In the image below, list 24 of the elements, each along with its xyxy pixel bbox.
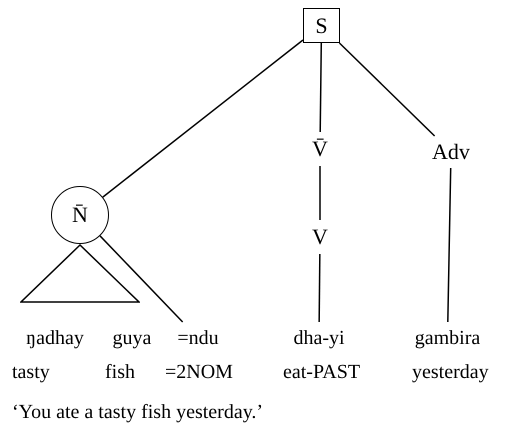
tree-branch [319,166,321,220]
word: ŋadhay [10,324,100,352]
gloss: fish [105,362,135,382]
tree-branch [447,168,452,322]
category-label: Adv [428,138,474,166]
category-label: V̄ [306,134,334,164]
boxed-node: S [303,8,340,43]
tree-branch [102,39,304,198]
word: dha-yi [281,324,357,352]
tree-branch [319,43,322,132]
gloss: eat-PAST [283,362,360,382]
word: gambira [400,324,495,352]
tree-branch [100,235,184,323]
gloss: tasty [12,362,50,382]
translation: ‘You ate a tasty fish yesterday.’ [12,402,264,422]
triangle-shape [20,244,140,303]
tree-branch [318,254,321,322]
circled-node: N̄ [51,186,109,244]
category-label: V [306,222,334,252]
gloss: yesterday [412,362,489,382]
word: =ndu [163,324,233,352]
tree-branch [338,42,436,137]
word: guya [103,324,161,352]
gloss: =2NOM [165,362,233,382]
